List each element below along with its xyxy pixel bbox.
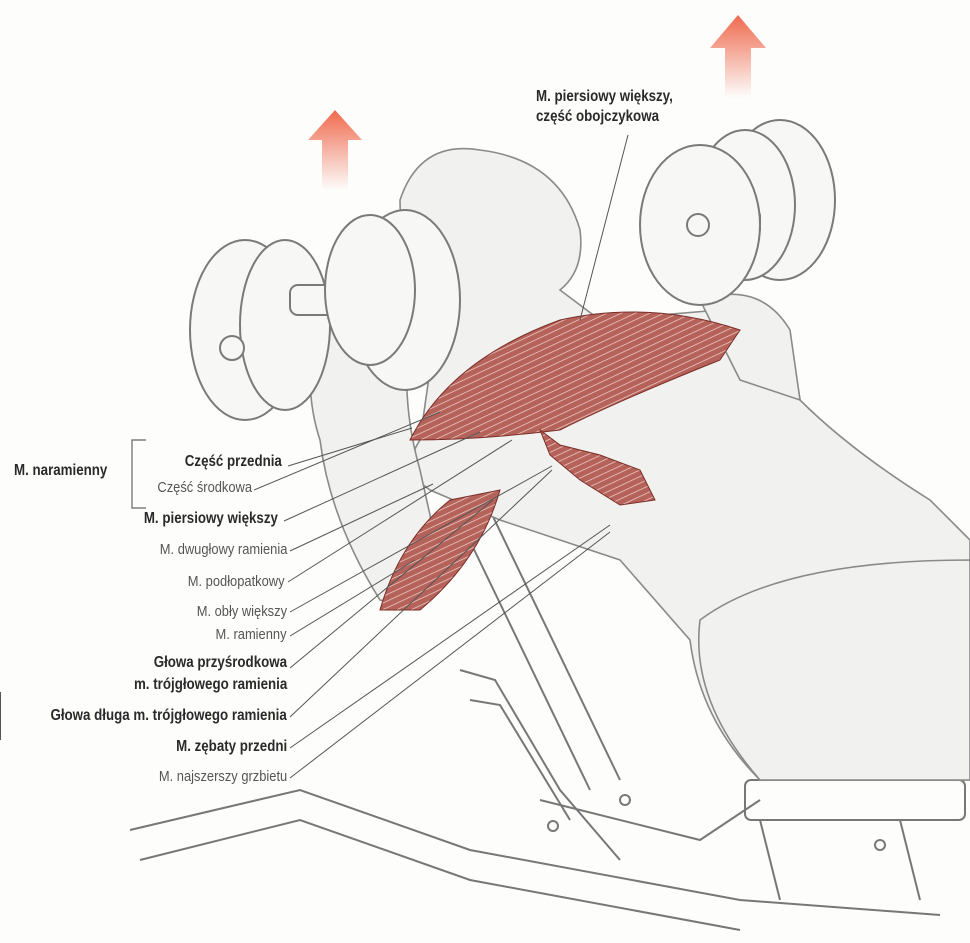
dumbbell-right bbox=[639, 119, 836, 306]
dumbbell-left bbox=[189, 209, 461, 421]
leader-lines bbox=[253, 134, 629, 779]
label-pectoralis-major: M. piersiowy większy bbox=[143, 510, 278, 527]
arrow-up-left-icon bbox=[308, 110, 362, 190]
label-subscapularis: M. podłopatkowy bbox=[188, 573, 285, 590]
label-teres-major: M. obły większy bbox=[196, 603, 287, 620]
bench bbox=[129, 499, 966, 931]
label-triceps-medial-1: Głowa przyśrodkowa bbox=[153, 654, 287, 671]
label-deltoid: M. naramienny bbox=[14, 462, 108, 479]
muscles bbox=[379, 311, 741, 611]
label-deltoid-middle: Część środkowa bbox=[157, 479, 252, 496]
label-triceps-medial-2: m. trójgłowego ramienia bbox=[133, 676, 287, 693]
label-clavicular-pectoralis-line2: część obojczykowa bbox=[536, 108, 659, 125]
label-triceps-long: Głowa długa m. trójgłowego ramienia bbox=[50, 707, 287, 724]
deltoid-bracket bbox=[131, 439, 146, 509]
label-serratus-anterior: M. zębaty przedni bbox=[175, 738, 287, 755]
label-deltoid-anterior: Część przednia bbox=[184, 453, 282, 470]
arrow-up-right-icon bbox=[710, 15, 766, 98]
label-clavicular-pectoralis-line1: M. piersiowy większy, bbox=[536, 88, 673, 105]
label-brachialis: M. ramienny bbox=[216, 626, 287, 643]
label-biceps: M. dwugłowy ramienia bbox=[159, 541, 287, 558]
label-latissimus-dorsi: M. najszerszy grzbietu bbox=[158, 768, 287, 785]
